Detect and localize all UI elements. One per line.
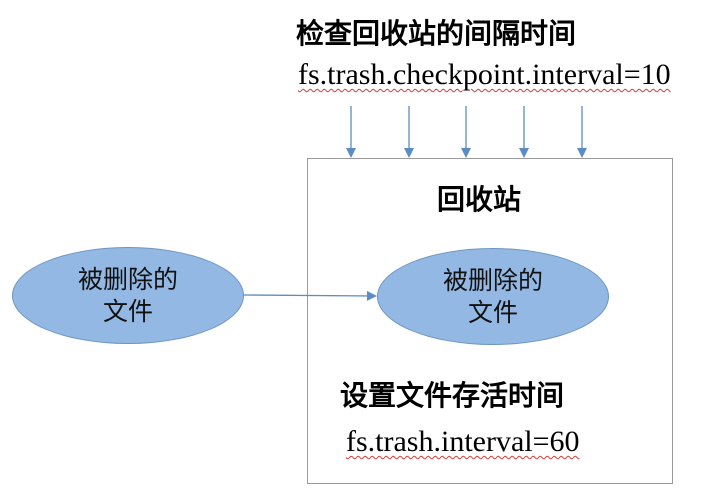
retention-title: 设置文件存活时间	[340, 379, 565, 412]
check-interval-config: fs.trash.checkpoint.interval=10	[298, 58, 671, 91]
deleted-file-in-bin-line1: 被删除的	[442, 265, 543, 295]
deleted-file-in-bin: 被删除的 文件	[377, 248, 609, 345]
deleted-file-outside-line2: 文件	[102, 296, 153, 326]
recycle-bin-title: 回收站	[437, 183, 522, 216]
deleted-file-outside: 被删除的 文件	[12, 247, 244, 344]
deleted-file-in-bin-line2: 文件	[467, 297, 518, 327]
deleted-file-outside-line1: 被删除的	[77, 264, 178, 294]
check-interval-title: 检查回收站的间隔时间	[296, 17, 577, 50]
move-to-bin-arrow	[243, 290, 377, 301]
retention-config: fs.trash.interval=60	[346, 425, 580, 458]
recycle-bin-box	[307, 158, 673, 484]
